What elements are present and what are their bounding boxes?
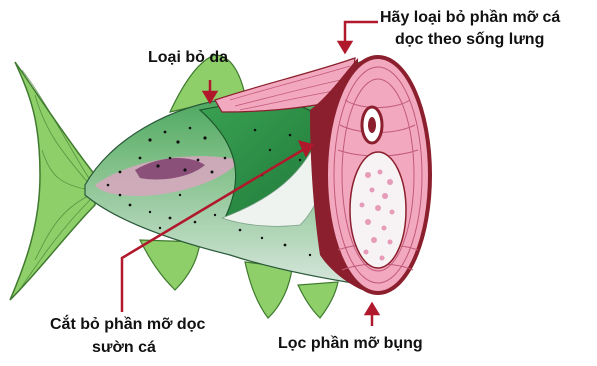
label-rib-fat-line2: sườn cá	[92, 338, 156, 357]
label-belly-fat: Lọc phần mỡ bụng	[278, 334, 423, 353]
front-fin	[298, 282, 338, 318]
label-back-fat-line2: dọc theo sống lưng	[395, 30, 544, 49]
tail-fin	[10, 62, 95, 300]
label-rib-fat-line1: Cắt bỏ phần mỡ dọc	[50, 315, 205, 334]
label-remove-skin: Loại bỏ da	[148, 48, 228, 67]
label-back-fat-line1: Hãy loại bỏ phần mỡ cá	[380, 8, 560, 27]
anal-fin	[140, 240, 200, 290]
